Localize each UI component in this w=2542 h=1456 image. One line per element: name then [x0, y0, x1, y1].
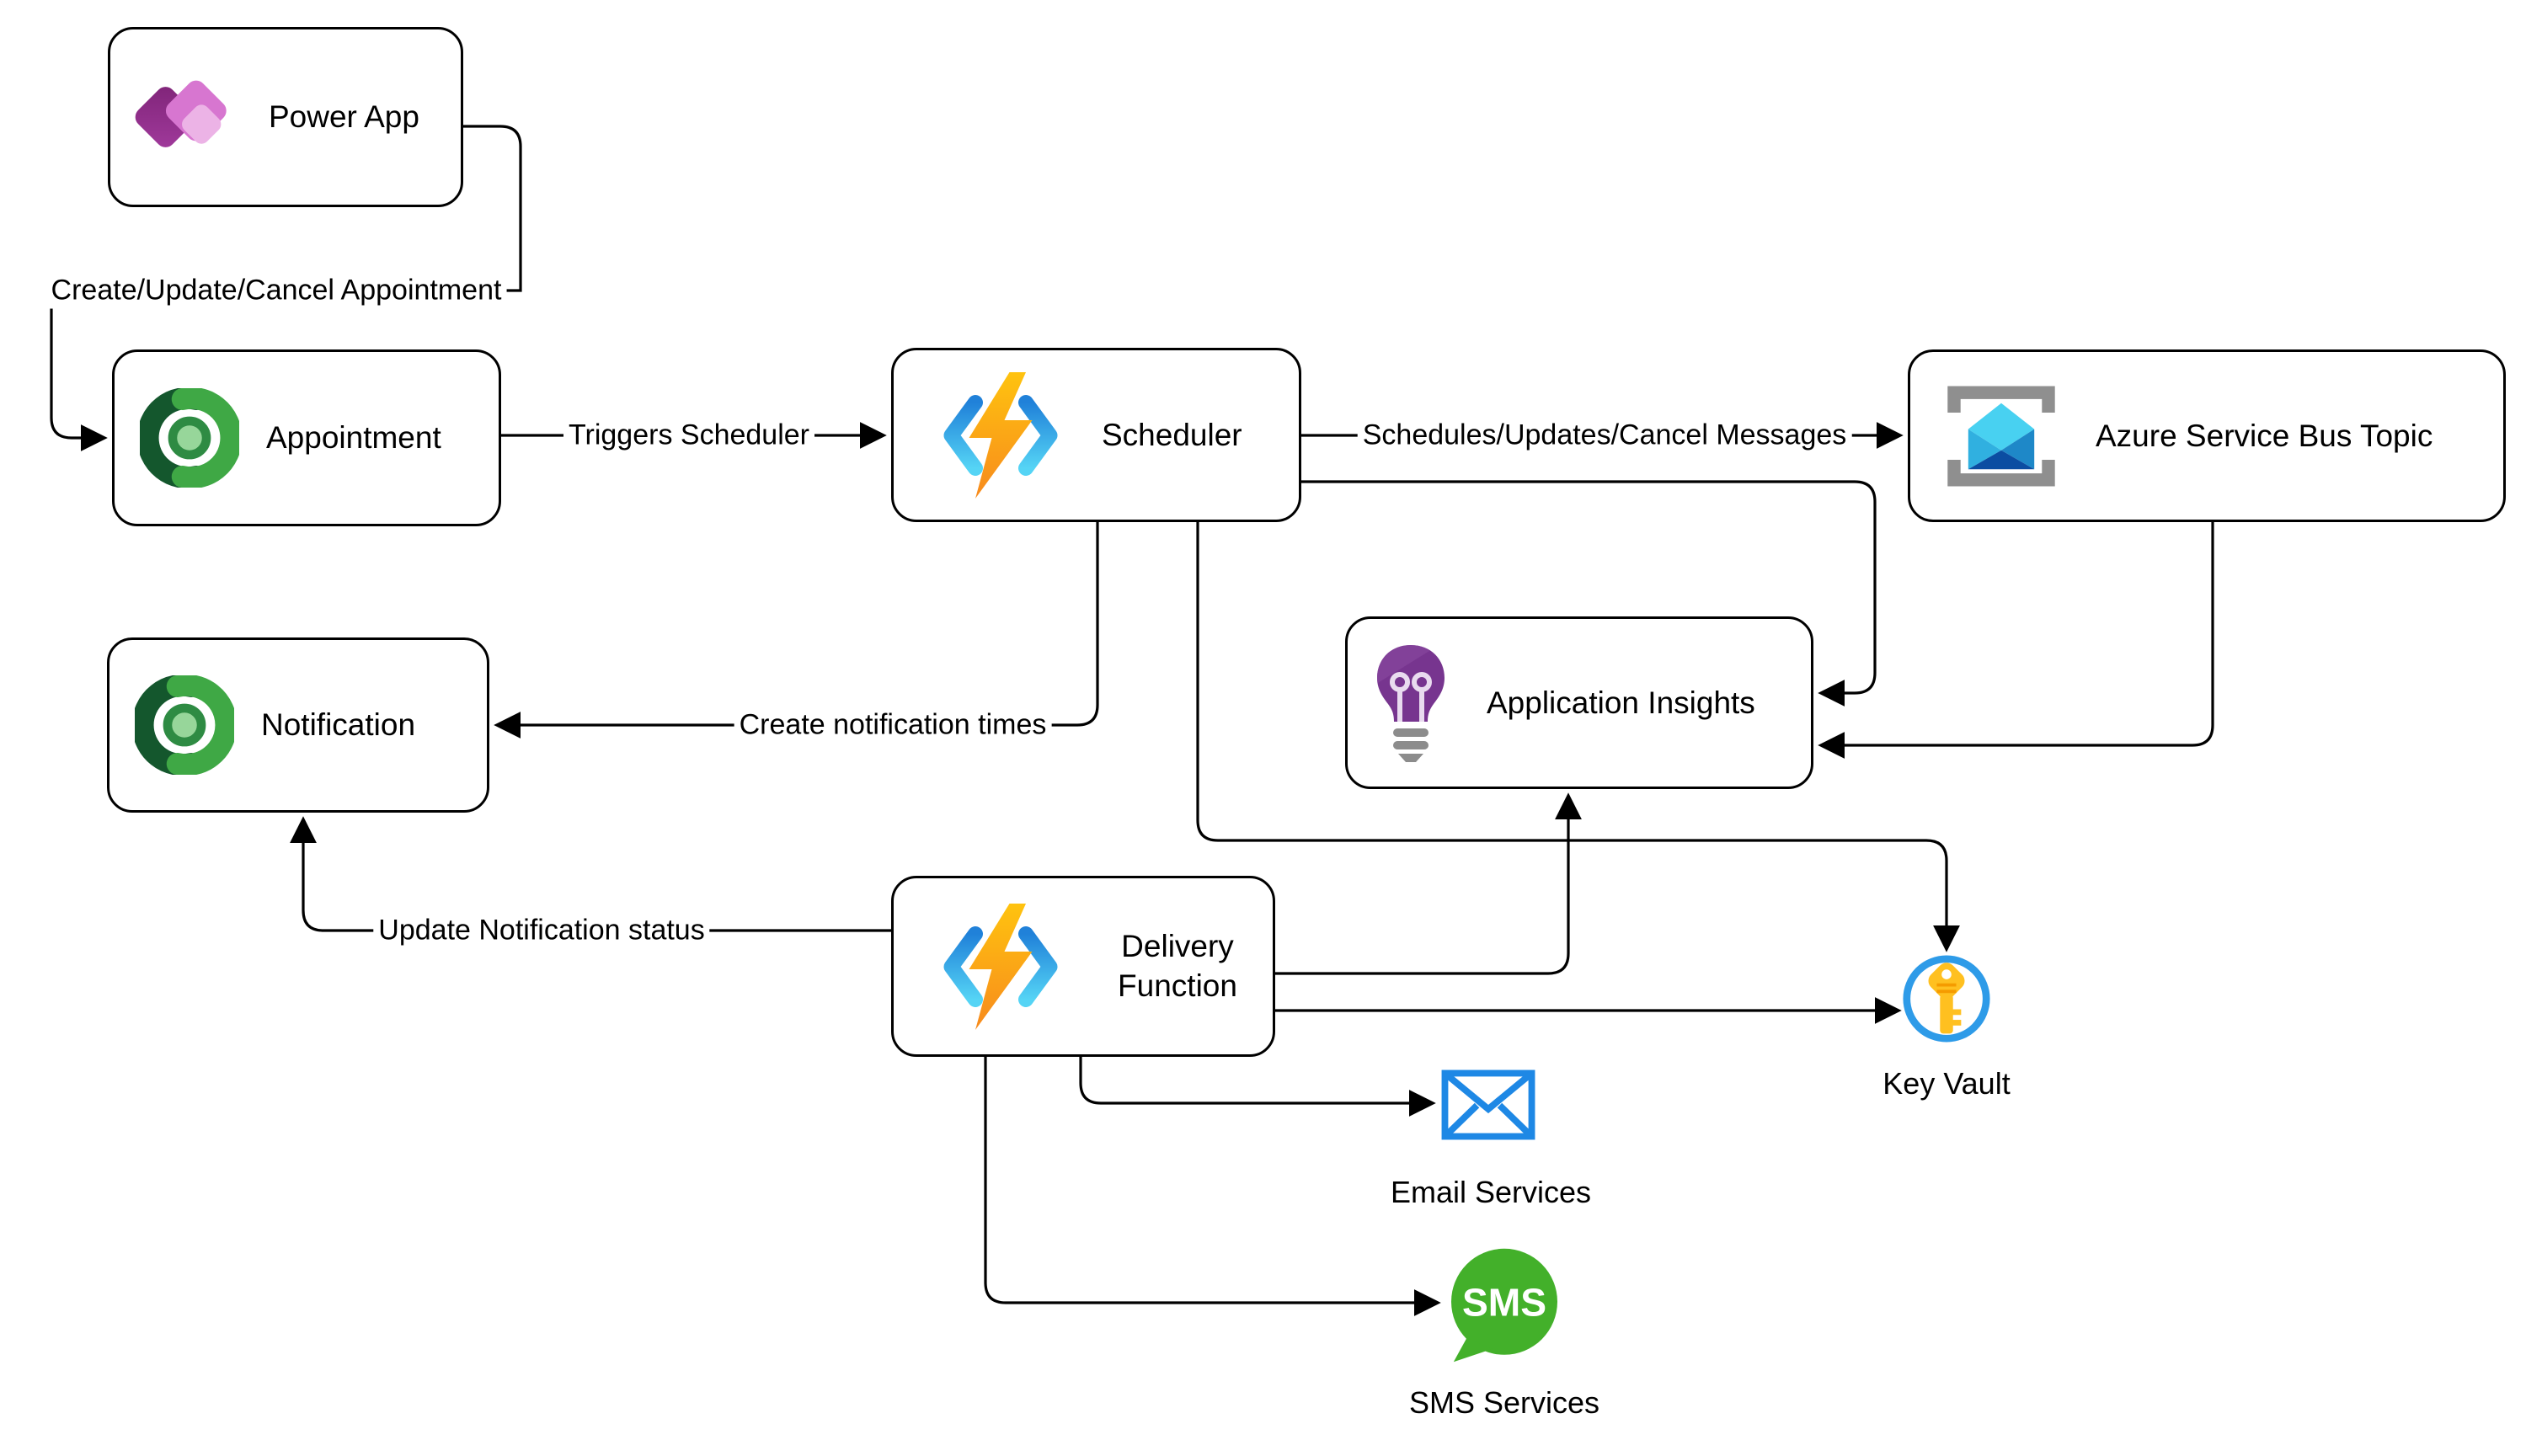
node-delivery-function[interactable]: Delivery Function — [891, 876, 1275, 1057]
azure-function-icon — [937, 903, 1064, 1030]
key-vault-icon[interactable] — [1902, 954, 1991, 1048]
node-scheduler[interactable]: Scheduler — [891, 348, 1301, 522]
node-label: Azure Service Bus Topic — [2096, 418, 2433, 453]
node-application-insights[interactable]: Application Insights — [1345, 616, 1813, 789]
node-label: Scheduler — [1102, 417, 1242, 452]
node-azure-service-bus-topic[interactable]: Azure Service Bus Topic — [1908, 349, 2506, 522]
node-label: Appointment — [266, 420, 441, 455]
dataverse-icon — [135, 675, 234, 775]
edge-delivery-to-sms — [984, 1057, 1441, 1316]
node-notification[interactable]: Notification — [107, 637, 489, 813]
node-power-app[interactable]: Power App — [108, 27, 463, 207]
email-icon[interactable] — [1441, 1069, 1535, 1144]
key-vault-label: Key Vault — [1879, 1065, 2014, 1102]
edge-delivery-to-email — [1079, 1057, 1436, 1117]
edge-scheduler-to-appinsights — [1301, 480, 1877, 707]
edge-label-schedules-updates-cancel-messages: Schedules/Updates/Cancel Messages — [1357, 417, 1852, 454]
edge-label-create-update-cancel-appointment: Create/Update/Cancel Appointment — [45, 272, 507, 309]
dataverse-icon — [140, 388, 239, 488]
edge-label-triggers-scheduler: Triggers Scheduler — [563, 417, 814, 454]
edge-label-create-notification-times: Create notification times — [734, 707, 1052, 744]
node-label: Notification — [261, 707, 416, 742]
edge-scheduler-to-keyvault — [1196, 522, 1960, 952]
node-label: Power App — [269, 99, 419, 134]
sms-services-label: SMS Services — [1405, 1384, 1604, 1421]
service-bus-icon — [1942, 377, 2060, 495]
edge-delivery-to-appinsights — [1275, 792, 1582, 975]
azure-function-icon — [937, 371, 1064, 499]
node-label: Delivery Function — [1118, 929, 1237, 1003]
application-insights-icon — [1369, 642, 1453, 764]
power-apps-icon — [131, 67, 239, 167]
sms-icon-text: SMS — [1462, 1281, 1546, 1325]
sms-icon[interactable]: SMS — [1445, 1246, 1563, 1368]
edge-delivery-to-notification — [290, 816, 891, 932]
node-appointment[interactable]: Appointment — [112, 349, 501, 526]
node-label: Application Insights — [1487, 685, 1755, 720]
edge-scheduler-to-notification — [494, 522, 1099, 739]
email-services-label: Email Services — [1386, 1174, 1595, 1211]
edge-label-update-notification-status: Update Notification status — [373, 912, 710, 949]
edge-servicebus-to-appinsights — [1818, 522, 2214, 759]
